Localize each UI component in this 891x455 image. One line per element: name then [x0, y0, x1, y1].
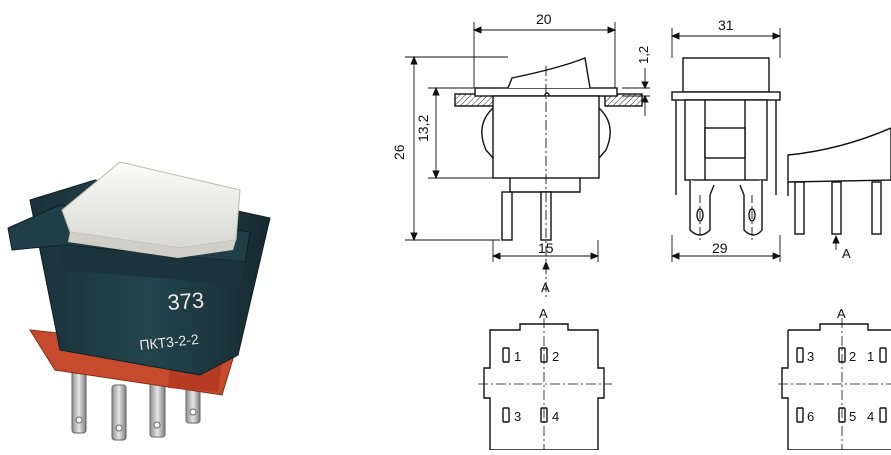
pin-right-6: 6: [807, 409, 814, 424]
dim-pin-span: 15: [538, 240, 554, 256]
photo-marking-number: 373: [167, 287, 205, 315]
front-view-dimensions: [405, 22, 650, 300]
pinout-right: [778, 318, 891, 451]
end-view-drawing: [787, 127, 891, 235]
view-a-right-label: A: [837, 306, 846, 321]
pin-left-4: 4: [552, 409, 559, 424]
front-view-drawing: [454, 57, 643, 241]
dim-side-pin-span: 29: [712, 240, 728, 256]
view-a-top-label: A: [541, 280, 550, 295]
pin-right-1: 1: [867, 349, 874, 364]
pin-right-5: 5: [849, 409, 856, 424]
side-view-dimensions: [670, 28, 782, 262]
view-a-arrow-label: A: [842, 246, 851, 261]
dim-side-width: 31: [718, 17, 734, 33]
switch-pins: [71, 362, 201, 441]
dim-height-body: 13,2: [415, 115, 431, 142]
pin-left-2: 2: [552, 349, 559, 364]
switch-photo: 373 ПКТ3-2-2: [7, 161, 271, 441]
view-a-left-label: A: [539, 306, 548, 321]
photo-marking-code: ПКТ3-2-2: [139, 331, 200, 353]
pin-right-4: 4: [867, 409, 874, 424]
pin-left-1: 1: [514, 349, 521, 364]
pin-right-3: 3: [807, 349, 814, 364]
dim-width: 20: [536, 11, 552, 27]
side-view-drawing: [671, 57, 781, 236]
pin-left-3: 3: [514, 409, 521, 424]
dim-offset: 1,2: [636, 46, 651, 64]
pinout-left: [478, 318, 612, 451]
pin-right-2: 2: [849, 349, 856, 364]
dim-height-total: 26: [391, 144, 407, 160]
